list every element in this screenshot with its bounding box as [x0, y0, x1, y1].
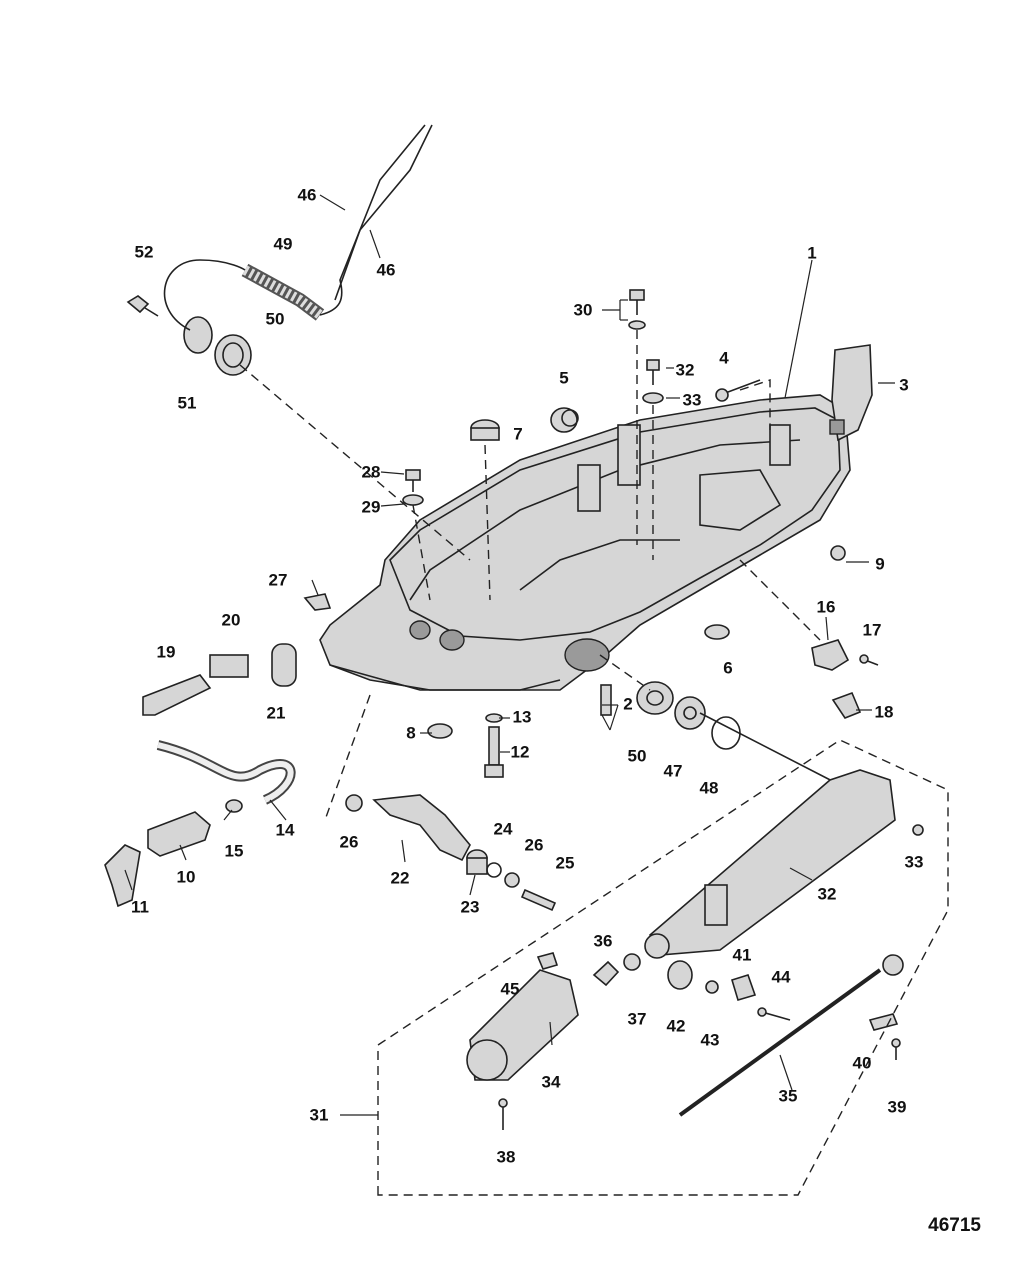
- callout-12: 12: [510, 742, 530, 762]
- latch-bracket: [829, 344, 873, 442]
- callout-10: 10: [176, 867, 196, 887]
- callout-32a: 32: [675, 360, 695, 380]
- callout-35: 35: [778, 1086, 798, 1106]
- callout-9: 9: [875, 554, 885, 574]
- leader-lines: [124, 194, 895, 1116]
- callout-40: 40: [852, 1053, 872, 1073]
- callout-29: 29: [361, 497, 381, 517]
- lower-cowl: [319, 394, 851, 691]
- callout-46a: 46: [297, 185, 317, 205]
- callout-32b: 32: [817, 884, 837, 904]
- callout-16: 16: [816, 597, 836, 617]
- callout-26b: 26: [524, 835, 544, 855]
- callout-26a: 26: [339, 832, 359, 852]
- callout-49: 49: [273, 234, 293, 254]
- callout-38: 38: [496, 1147, 516, 1167]
- hardware: [104, 124, 924, 1130]
- callout-5: 5: [559, 368, 569, 388]
- callout-42: 42: [666, 1016, 686, 1036]
- callout-8: 8: [406, 723, 416, 743]
- callout-3: 3: [899, 375, 909, 395]
- callout-44: 44: [771, 967, 791, 987]
- callout-50b: 50: [627, 746, 647, 766]
- callout-41: 41: [732, 945, 752, 965]
- callout-22: 22: [390, 868, 410, 888]
- callout-15: 15: [224, 841, 244, 861]
- callout-7: 7: [513, 424, 523, 444]
- callout-23: 23: [460, 897, 480, 917]
- callout-51: 51: [177, 393, 197, 413]
- callout-43: 43: [700, 1030, 720, 1050]
- callout-39: 39: [887, 1097, 907, 1117]
- callout-50a: 50: [265, 309, 285, 329]
- callout-48: 48: [699, 778, 719, 798]
- figure-number: 46715: [928, 1215, 981, 1236]
- callout-4: 4: [719, 348, 729, 368]
- callout-11: 11: [131, 897, 149, 917]
- callout-18: 18: [874, 702, 894, 722]
- callout-34: 34: [541, 1072, 561, 1092]
- callout-20: 20: [221, 610, 241, 630]
- callout-33a: 33: [682, 390, 702, 410]
- callout-31: 31: [309, 1105, 329, 1125]
- callout-30: 30: [573, 300, 593, 320]
- callout-19: 19: [156, 642, 176, 662]
- callout-2: 2: [623, 694, 633, 714]
- callout-6: 6: [723, 658, 733, 678]
- callout-45: 45: [500, 979, 520, 999]
- callout-21: 21: [266, 703, 286, 723]
- callout-1: 1: [807, 243, 817, 263]
- callout-33b: 33: [904, 852, 924, 872]
- callout-24: 24: [493, 819, 513, 839]
- grouping-lines: [239, 330, 949, 1196]
- callout-17: 17: [862, 620, 882, 640]
- callout-36: 36: [593, 931, 613, 951]
- callout-46b: 46: [376, 260, 396, 280]
- callout-37: 37: [627, 1009, 647, 1029]
- callout-47: 47: [663, 761, 683, 781]
- callout-25: 25: [555, 853, 575, 873]
- callout-27: 27: [268, 570, 288, 590]
- callout-14: 14: [275, 820, 295, 840]
- callout-13: 13: [512, 707, 532, 727]
- callout-28: 28: [361, 462, 381, 482]
- callout-52: 52: [134, 242, 154, 262]
